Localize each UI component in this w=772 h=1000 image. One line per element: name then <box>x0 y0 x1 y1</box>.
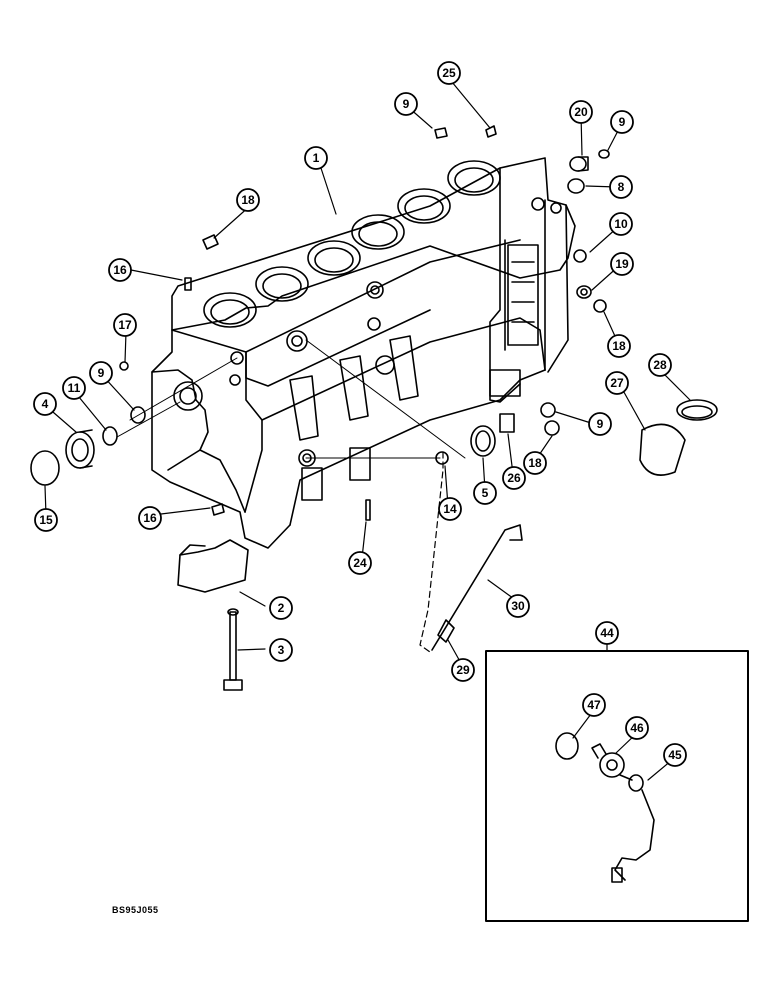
callout-17: 17 <box>113 313 137 337</box>
engine-block <box>151 157 576 549</box>
svg-text:9: 9 <box>597 417 604 431</box>
sensor-inset-box <box>485 650 749 922</box>
svg-text:28: 28 <box>653 358 667 372</box>
svg-text:15: 15 <box>39 513 53 527</box>
callout-16: 16 <box>138 506 162 530</box>
callout-19: 19 <box>610 252 634 276</box>
callout-44: 44 <box>595 621 619 645</box>
svg-text:11: 11 <box>68 381 81 395</box>
callout-27: 27 <box>605 371 629 395</box>
callout-28: 28 <box>648 353 672 377</box>
callout-15: 15 <box>34 508 58 532</box>
callout-4: 4 <box>33 392 57 416</box>
svg-text:25: 25 <box>442 66 456 80</box>
callout-47: 47 <box>582 693 606 717</box>
svg-text:24: 24 <box>353 556 367 570</box>
callout-29: 29 <box>451 658 475 682</box>
callout-18: 18 <box>523 451 547 475</box>
svg-text:45: 45 <box>668 748 682 762</box>
svg-text:30: 30 <box>511 599 525 613</box>
svg-text:2: 2 <box>278 601 285 615</box>
svg-text:3: 3 <box>278 643 285 657</box>
drawing-code: BS95J055 <box>112 905 159 915</box>
callout-2: 2 <box>269 596 293 620</box>
svg-text:4: 4 <box>42 397 49 411</box>
svg-text:9: 9 <box>98 366 105 380</box>
svg-text:18: 18 <box>528 456 542 470</box>
callout-25: 25 <box>437 61 461 85</box>
svg-text:18: 18 <box>241 193 255 207</box>
svg-text:47: 47 <box>587 698 601 712</box>
svg-text:29: 29 <box>456 663 470 677</box>
callout-16: 16 <box>108 258 132 282</box>
callout-5: 5 <box>473 481 497 505</box>
callout-11: 11 <box>62 376 86 400</box>
callout-9: 9 <box>610 110 634 134</box>
svg-text:17: 17 <box>118 318 132 332</box>
svg-text:44: 44 <box>600 626 614 640</box>
svg-text:1: 1 <box>313 151 320 165</box>
callout-9: 9 <box>394 92 418 116</box>
svg-text:46: 46 <box>630 721 644 735</box>
callout-9: 9 <box>89 361 113 385</box>
svg-text:19: 19 <box>615 257 629 271</box>
svg-text:16: 16 <box>143 511 157 525</box>
svg-text:27: 27 <box>610 376 624 390</box>
svg-text:16: 16 <box>113 263 127 277</box>
callout-26: 26 <box>502 466 526 490</box>
callout-9: 9 <box>588 412 612 436</box>
callout-30: 30 <box>506 594 530 618</box>
callout-46: 46 <box>625 716 649 740</box>
svg-text:18: 18 <box>612 339 626 353</box>
callout-8: 8 <box>609 175 633 199</box>
svg-text:9: 9 <box>619 115 626 129</box>
svg-text:10: 10 <box>614 217 628 231</box>
callout-1: 1 <box>304 146 328 170</box>
svg-text:14: 14 <box>443 502 457 516</box>
callout-20: 20 <box>569 100 593 124</box>
callout-24: 24 <box>348 551 372 575</box>
callout-14: 14 <box>438 497 462 521</box>
callout-45: 45 <box>663 743 687 767</box>
svg-text:8: 8 <box>618 180 625 194</box>
callout-3: 3 <box>269 638 293 662</box>
callout-18: 18 <box>607 334 631 358</box>
svg-text:20: 20 <box>574 105 588 119</box>
callout-10: 10 <box>609 212 633 236</box>
svg-text:9: 9 <box>403 97 410 111</box>
parts <box>30 125 718 691</box>
callout-18: 18 <box>236 188 260 212</box>
svg-text:26: 26 <box>507 471 521 485</box>
svg-text:5: 5 <box>482 486 489 500</box>
